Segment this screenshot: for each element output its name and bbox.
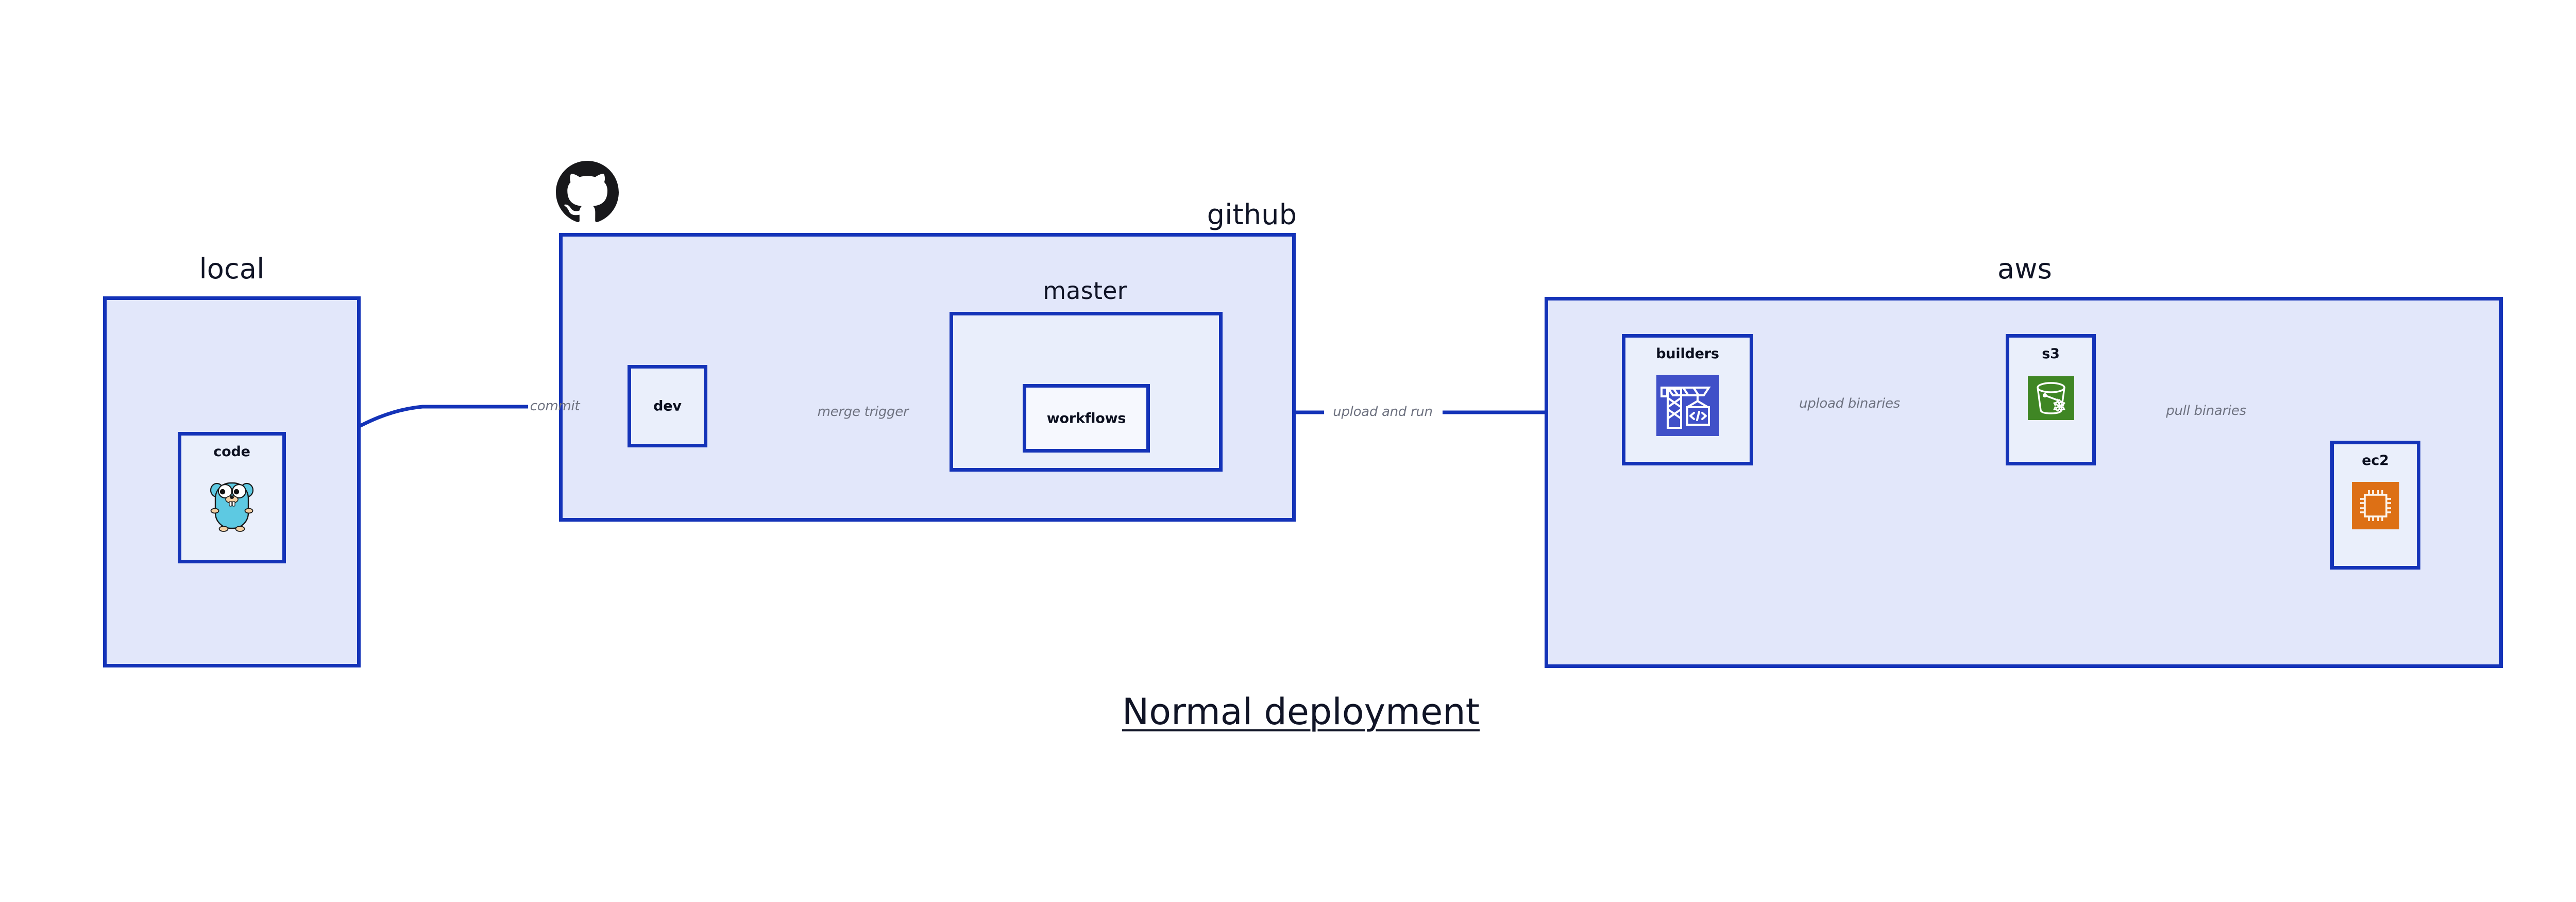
group-label-aws: aws bbox=[1997, 253, 2052, 285]
node-code[interactable]: code bbox=[178, 432, 286, 563]
edge-label-upload-binaries: upload binaries bbox=[1799, 396, 1900, 411]
edge-label-merge-trigger: merge trigger bbox=[817, 404, 909, 420]
node-workflows[interactable]: workflows bbox=[1023, 384, 1150, 453]
aws-s3-glacier-bucket-icon bbox=[2027, 376, 2074, 420]
group-label-local: local bbox=[199, 253, 265, 285]
node-code-label: code bbox=[213, 444, 250, 460]
node-s3[interactable]: s3 bbox=[2006, 334, 2096, 465]
aws-ec2-chip-icon bbox=[2351, 482, 2399, 529]
node-ec2[interactable]: ec2 bbox=[2330, 441, 2420, 570]
edge-label-commit: commit bbox=[530, 398, 580, 414]
diagram-title: Normal deployment bbox=[1122, 691, 1480, 733]
go-gopher-icon bbox=[208, 477, 256, 533]
node-dev-label: dev bbox=[653, 398, 682, 414]
node-dev[interactable]: dev bbox=[628, 365, 707, 447]
group-label-master: master bbox=[1043, 277, 1127, 305]
aws-codebuild-crane-icon bbox=[1656, 375, 1719, 436]
group-label-github: github bbox=[1207, 198, 1297, 231]
github-octocat-icon bbox=[555, 161, 619, 224]
node-builders-label: builders bbox=[1656, 346, 1719, 362]
node-ec2-label: ec2 bbox=[2362, 453, 2389, 469]
node-s3-label: s3 bbox=[2042, 346, 2060, 362]
edge-label-upload-and-run: upload and run bbox=[1333, 404, 1433, 420]
edge-label-pull-binaries: pull binaries bbox=[2166, 403, 2246, 419]
node-builders[interactable]: builders bbox=[1622, 334, 1753, 465]
node-workflows-label: workflows bbox=[1046, 410, 1126, 426]
